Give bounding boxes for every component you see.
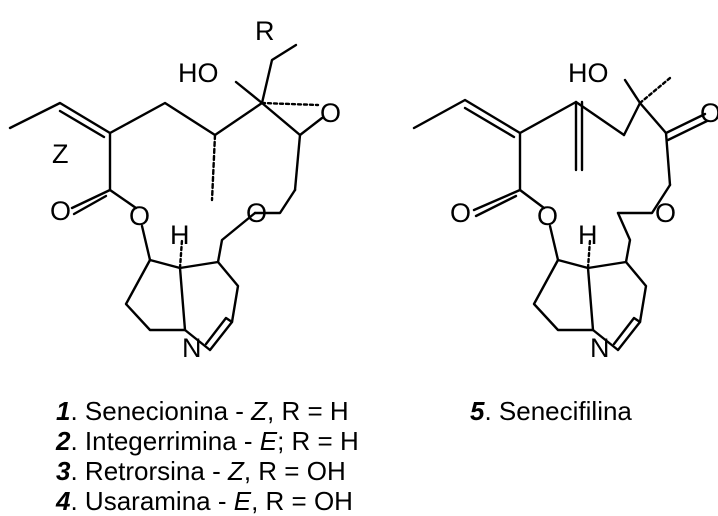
compound-isomer: Z (251, 396, 268, 426)
bonds-right (412, 76, 709, 352)
compound-substituent: , R = OH (243, 456, 346, 486)
compound-isomer: E (233, 486, 252, 516)
z-label: Z (52, 139, 69, 169)
compound-name: Usaramina - (84, 486, 234, 516)
hydroxyl-label: HO (178, 58, 219, 88)
atom-labels-right: HO O O O O H N (450, 58, 718, 363)
carbonyl-o-label: O (450, 198, 471, 228)
compound-legend-list: 1. Senecionina - Z, R = H 2. Integerrimi… (56, 396, 359, 516)
compound-substituent: ; R = H (277, 426, 359, 456)
compound-number: 5 (470, 396, 485, 426)
compound-item: 2. Integerrimina - E; R = H (56, 426, 359, 456)
chemical-structures: R HO O Z O O O H N (8, 16, 718, 363)
compound-number: 2 (56, 426, 71, 456)
ester-o-label: O (655, 198, 676, 228)
compound-number: 1 (56, 396, 71, 426)
r-label: R (255, 16, 275, 46)
compound-item: 3. Retrorsina - Z, R = OH (56, 456, 346, 486)
structure-right: HO O O O O H N (412, 58, 718, 363)
ester-o-label: O (537, 201, 558, 231)
hydrogen-label: H (578, 220, 598, 250)
ester-o-label: O (246, 198, 267, 228)
compound-isomer: Z (227, 456, 244, 486)
compound-substituent: , R = OH (251, 486, 353, 516)
compound-item: 4. Usaramina - E, R = OH (56, 486, 353, 516)
compound-name: Retrorsina - (84, 456, 228, 486)
compound-item: 1. Senecionina - Z, R = H (56, 396, 349, 426)
bonds-left (8, 43, 324, 352)
atom-labels-left: R HO O Z O O O H N (50, 16, 341, 363)
compound-name: Senecifilina (498, 396, 632, 426)
ester-o-label: O (129, 201, 150, 231)
carbonyl-o-label: O (320, 98, 341, 128)
compound-substituent: , R = H (267, 396, 349, 426)
carbonyl-o-label: O (700, 98, 718, 128)
compound-name: Integerrimina - (84, 426, 260, 456)
compound-number: 3 (56, 456, 71, 486)
carbonyl-o-label: O (50, 196, 71, 226)
compound-number: 4 (56, 486, 71, 516)
compound-isomer: E (259, 426, 278, 456)
nitrogen-label: N (182, 333, 202, 363)
nitrogen-label: N (590, 333, 610, 363)
hydroxyl-label: HO (568, 58, 609, 88)
hydrogen-label: H (170, 220, 190, 250)
structure-left: R HO O Z O O O H N (8, 16, 341, 363)
compound-legend-right: 5. Senecifilina (470, 396, 632, 426)
compound-name: Senecionina - (84, 396, 252, 426)
